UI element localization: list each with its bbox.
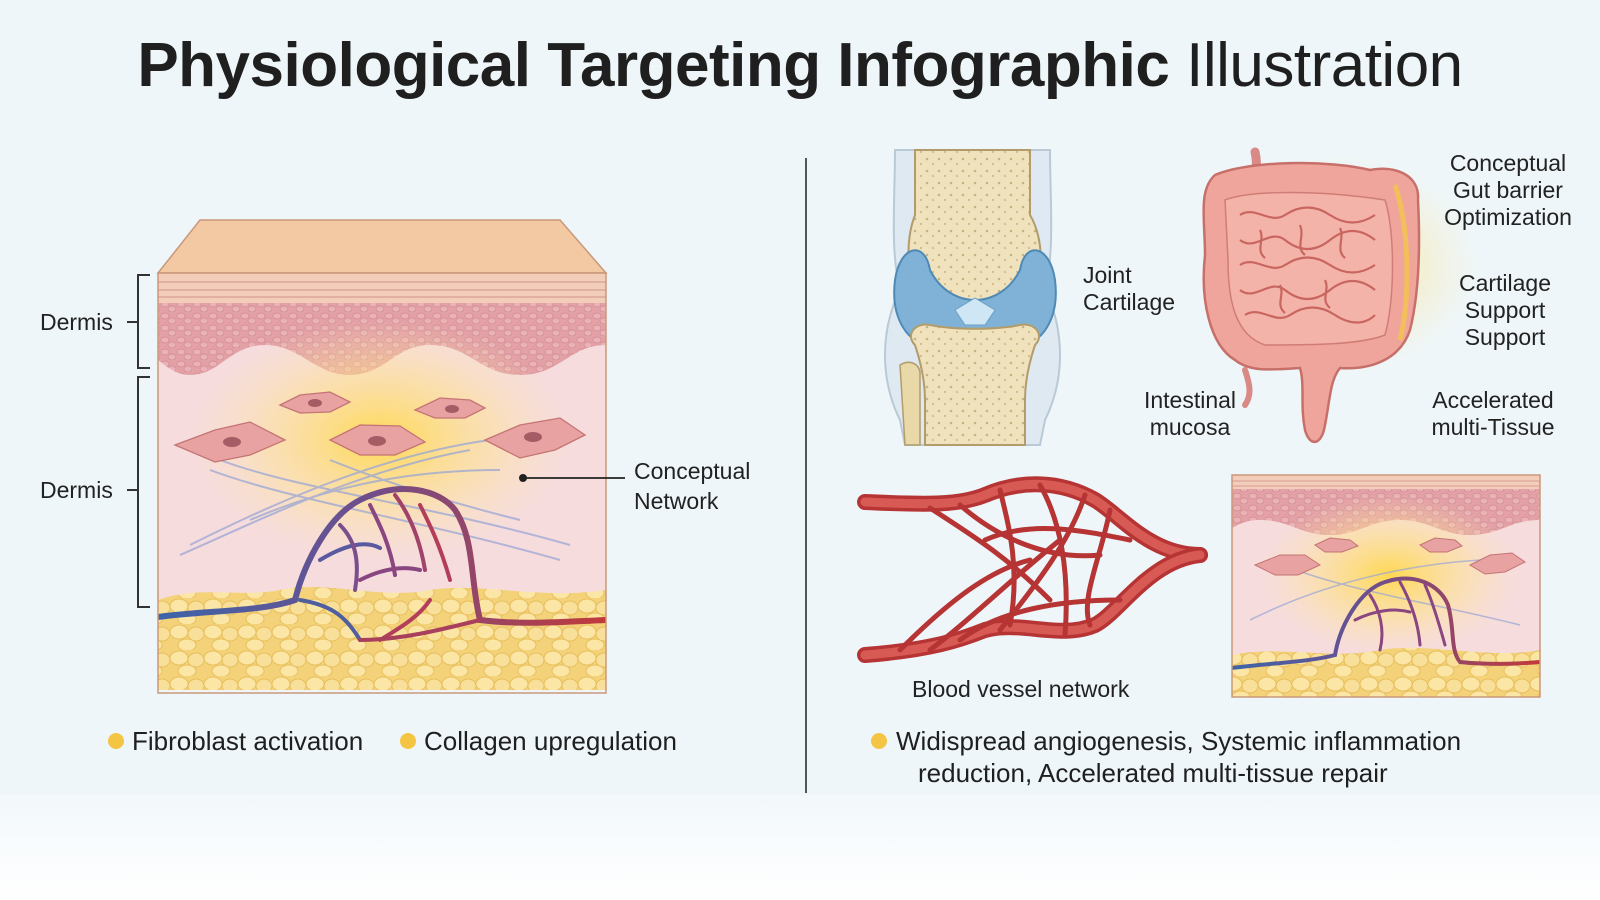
bullet-dot-angiogenesis [871,733,887,749]
label-joint-line2: Cartilage [1083,289,1176,315]
label-accelerated-line2: multi-Tissue [1431,414,1555,440]
bullet-angiogenesis-line2: reduction, Accelerated multi-tissue repa… [918,758,1388,788]
bullet-text-fibroblast: Fibroblast activation [132,726,364,756]
title-bold: Physiological Targeting Infographic [137,31,1170,100]
panel-divider [805,158,807,793]
label-intestinal-mucosa: Intestinal mucosa [1120,387,1260,441]
label-cartilage-support: Cartilage Support Support [1440,270,1570,351]
label-joint-cartilage: Joint Cartilage [1083,262,1175,316]
label-gut-line1: Conceptual [1449,150,1567,176]
bullet-angiogenesis-line1: Widispread angiogenesis, Systemic inflam… [896,726,1462,756]
bottom-fade [0,795,1600,900]
bullet-collagen-upregulation: Collagen upregulation [424,725,677,757]
label-dermis-bottom: Dermis [40,477,113,503]
label-gut-line2: Gut barrier [1453,177,1563,203]
label-accelerated-multi-tissue: Accelerated multi-Tissue [1413,387,1573,441]
label-cartilage-line3: Support [1464,324,1546,350]
label-network-line1: Conceptual [634,458,751,484]
label-conceptual-network: Conceptual Network [634,458,750,515]
label-cartilage-line2: Support [1464,297,1546,323]
bullet-dot-collagen [400,733,416,749]
page-title: Physiological Targeting Infographic Illu… [0,28,1600,104]
label-cartilage-line1: Cartilage [1458,270,1552,296]
bullet-dot-fibroblast [108,733,124,749]
label-dermis-top: Dermis [40,309,113,335]
label-intestinal-line1: Intestinal [1143,387,1237,413]
label-network-line2: Network [634,488,719,514]
bullet-text-collagen: Collagen upregulation [424,726,677,756]
label-accelerated-line1: Accelerated [1432,387,1554,413]
label-gut-barrier: Conceptual Gut barrier Optimization [1428,150,1588,231]
title-light: Illustration [1186,31,1463,100]
label-joint-line1: Joint [1083,262,1132,288]
bullet-fibroblast-activation: Fibroblast activation [132,725,363,757]
label-gut-line3: Optimization [1444,204,1572,230]
label-blood-vessel-network: Blood vessel network [912,676,1130,702]
label-intestinal-line2: mucosa [1149,414,1231,440]
